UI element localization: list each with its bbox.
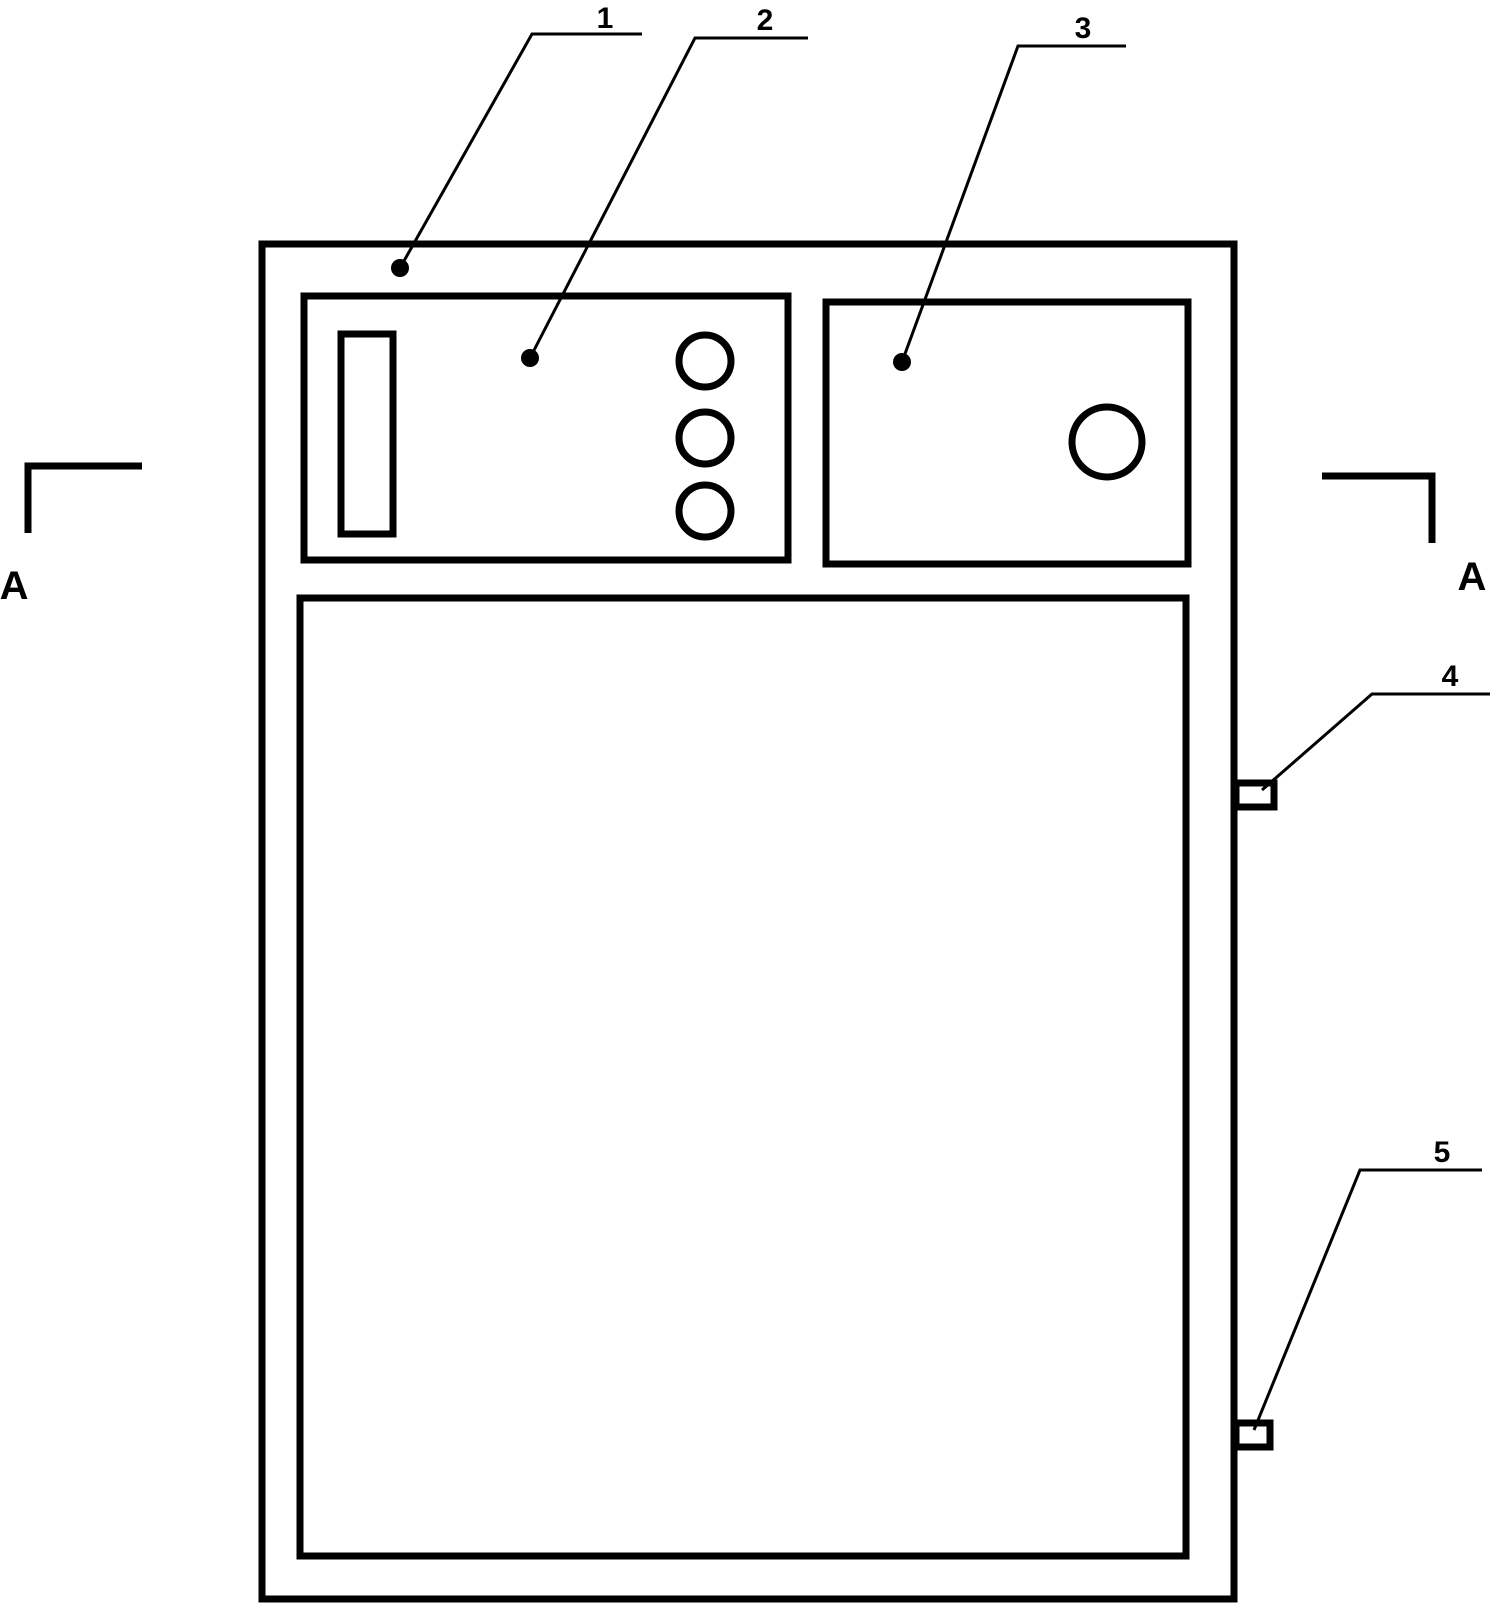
section-mark-right xyxy=(1322,472,1436,543)
secondary-panel-box xyxy=(822,298,1192,568)
leader-line-1 xyxy=(398,32,642,269)
leader-line-5 xyxy=(1252,1168,1482,1431)
control-knob-3 xyxy=(675,481,735,541)
callout-1: 1 xyxy=(597,2,614,35)
outer-housing xyxy=(258,240,1238,1603)
display-window xyxy=(337,330,397,538)
side-fitting-upper xyxy=(1232,779,1278,811)
callout-3: 3 xyxy=(1075,12,1092,45)
section-label-left: A xyxy=(0,564,28,608)
leader-line-3 xyxy=(900,44,1126,363)
leader-line-2 xyxy=(528,36,808,359)
callout-2: 2 xyxy=(757,4,774,37)
inner-chamber xyxy=(296,594,1190,1560)
leader-line-4 xyxy=(1261,692,1490,792)
control-panel-box xyxy=(300,292,792,564)
side-fitting-lower xyxy=(1232,1419,1274,1451)
callout-5: 5 xyxy=(1434,1136,1451,1169)
section-mark-left xyxy=(24,462,142,533)
control-knob-2 xyxy=(675,408,735,468)
secondary-knob xyxy=(1068,403,1146,481)
control-knob-1 xyxy=(675,331,735,391)
section-label-right: A xyxy=(1458,555,1487,599)
callout-4: 4 xyxy=(1442,660,1459,693)
